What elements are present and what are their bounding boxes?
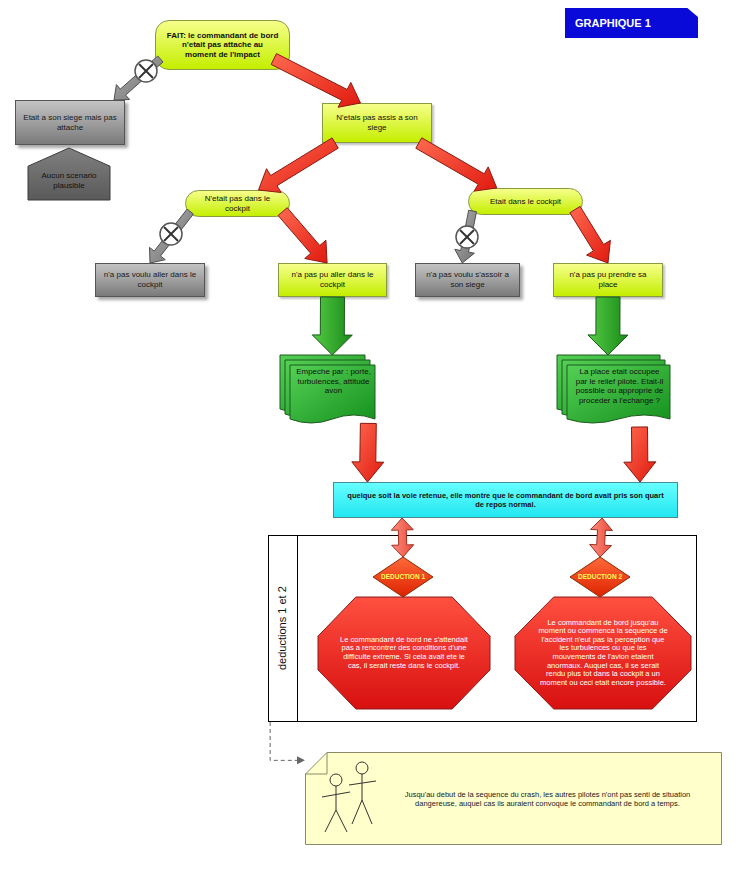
node-text: n'a pas pu prendre sa place bbox=[560, 270, 656, 289]
node-text: DEDUCTION 2 bbox=[578, 573, 622, 581]
node-text: Aucun scenario plausible bbox=[34, 171, 104, 190]
synthesis-box: quelque soit la voie retenue, elle montr… bbox=[333, 482, 678, 518]
flow-arrow bbox=[570, 206, 611, 263]
rejected-box: n'a pas voulu s'assoir a son siege bbox=[415, 263, 520, 297]
node-text: N'etais pas assis a son siege bbox=[329, 113, 425, 132]
rejected-box: n'a pas voulu aller dans le cockpit bbox=[95, 263, 205, 297]
deduction-octagon: Le commandant de bord ne s'attendait pas… bbox=[318, 597, 490, 709]
reject-mark bbox=[160, 223, 182, 245]
node-text: Etait dans le cockpit bbox=[490, 197, 561, 207]
document-stack: Empeche par : porte, turbulences, attitu… bbox=[280, 355, 375, 427]
stick-figures bbox=[322, 762, 376, 832]
flow-arrow bbox=[312, 297, 352, 355]
flow-arrow bbox=[588, 297, 628, 355]
node-text: n'a pas voulu aller dans le cockpit bbox=[102, 270, 198, 289]
node-text: DEDUCTION 1 bbox=[381, 573, 425, 581]
flow-arrow bbox=[271, 54, 360, 108]
branch-box: Etait dans le cockpit bbox=[468, 188, 583, 215]
node-text: N'etait pas dans le cockpit bbox=[196, 194, 279, 213]
conclusion-shape: Aucun scenario plausible bbox=[28, 148, 110, 200]
node-text: n'a pas voulu s'assoir a son siege bbox=[422, 270, 513, 289]
deduction-octagon: Le commandant de bord jusqu'au moment ou… bbox=[515, 597, 691, 709]
node-text: deductions 1 et 2 bbox=[268, 535, 297, 722]
decision-diamond: DEDUCTION 1 bbox=[373, 557, 433, 597]
reject-mark bbox=[135, 60, 157, 82]
retained-box: n'a pas pu aller dans le cockpit bbox=[278, 263, 387, 297]
flow-arrow bbox=[391, 518, 413, 557]
reject-mark bbox=[456, 226, 478, 248]
flow-arrow bbox=[114, 56, 163, 100]
node-text: Jusqu'au debut de la sequence du crash, … bbox=[397, 790, 698, 808]
fact-box: FAIT: le commandant de bord n'etait pas … bbox=[155, 20, 290, 70]
node-text: La place etait occupee par le relief pil… bbox=[573, 367, 666, 405]
node-text: Le commandant de bord ne s'attendait pas… bbox=[340, 636, 468, 671]
decision-diamond: DEDUCTION 2 bbox=[570, 557, 630, 597]
flow-arrow bbox=[259, 138, 339, 193]
flow-arrow bbox=[416, 138, 497, 191]
retained-box: n'a pas pu prendre sa place bbox=[553, 263, 663, 297]
document-stack: La place etait occupee par le relief pil… bbox=[557, 355, 670, 427]
branch-box: N'etait pas dans le cockpit bbox=[185, 190, 290, 217]
flow-arrow bbox=[455, 210, 477, 263]
rejected-box: Etait a son siege mais pas attache bbox=[15, 100, 125, 145]
flow-arrow bbox=[352, 423, 384, 482]
node-text: Empeche par : porte, turbulences, attitu… bbox=[296, 367, 371, 396]
node-text: Etait a son siege mais pas attache bbox=[22, 113, 118, 132]
title-banner: GRAPHIQUE 1 bbox=[565, 8, 698, 38]
flow-arrow bbox=[590, 518, 613, 557]
flow-arrow bbox=[278, 208, 327, 263]
title-text: GRAPHIQUE 1 bbox=[575, 17, 651, 29]
flow-arrow bbox=[150, 209, 194, 263]
node-text: FAIT: le commandant de bord n'etait pas … bbox=[166, 31, 279, 60]
leader-arrow bbox=[270, 722, 305, 764]
node-text: n'a pas pu aller dans le cockpit bbox=[285, 270, 380, 289]
note-box: Jusqu'au debut de la sequence du crash, … bbox=[305, 752, 722, 845]
flow-arrow bbox=[624, 427, 656, 482]
retained-box: N'etais pas assis a son siege bbox=[322, 103, 432, 143]
deduction-band: deductions 1 et 2 DEDUCTION 1 Le commandan… bbox=[268, 535, 697, 722]
node-text: Le commandant de bord jusqu'au moment ou… bbox=[537, 619, 669, 688]
node-text: quelque soit la voie retenue, elle montr… bbox=[342, 491, 669, 509]
